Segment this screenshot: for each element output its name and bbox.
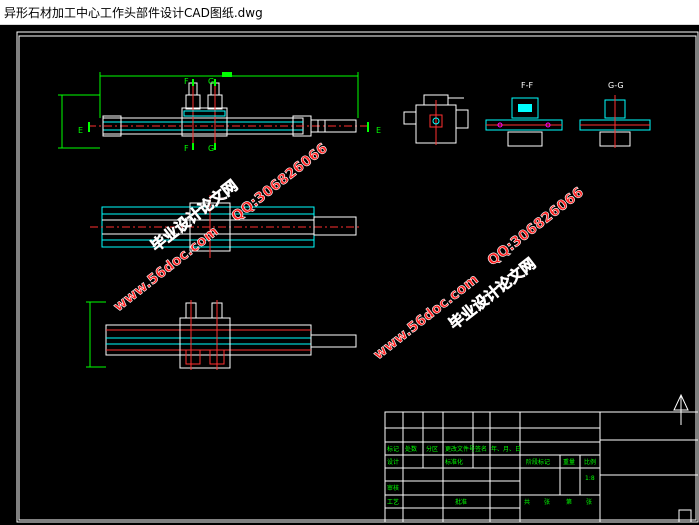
watermark-qq-1: QQ:306826066 [229, 140, 331, 225]
tb-date: 年、月、日 [491, 445, 521, 453]
side-view [403, 94, 469, 145]
title-block [384, 411, 699, 523]
tb-scale-label: 比例 [584, 458, 596, 466]
drawing-outer-border [16, 31, 699, 523]
tb-signature: 签名 [475, 445, 487, 453]
middle-view [90, 195, 360, 258]
section-view-f-f: F-F [485, 81, 563, 147]
section-label-g-bottom: G [208, 144, 214, 153]
tb-scale: 1:8 [585, 475, 595, 482]
tb-process: 工艺 [387, 498, 399, 506]
drawing-inner-border [18, 35, 697, 521]
section-label-g-top: G [208, 77, 214, 86]
tb-count: 处数 [405, 445, 417, 453]
tb-mark: 标记 [387, 445, 399, 453]
title-block-text: 标记 处数 分区 更改文件号 签名 年、月、日 设计 标准化 阶段标记 重量 比… [387, 445, 596, 506]
section-view-g-g: G-G [579, 81, 651, 148]
tb-design: 设计 [387, 458, 399, 466]
window-titlebar: 异形石材加工中心工作头部件设计CAD图纸.dwg [0, 0, 699, 25]
top-view: F G F G E E [58, 72, 381, 153]
tb-sheets-unit2: 张 [586, 498, 592, 506]
section-label-e-right: E [376, 126, 381, 135]
cad-drawing: F G F G E E F-F G-G [16, 31, 699, 523]
section-label-f-bottom: F [184, 144, 189, 153]
tb-sheets-no: 第 [566, 498, 572, 506]
tb-review: 审核 [387, 484, 399, 492]
tb-stage: 阶段标记 [526, 458, 550, 466]
section-label-e-left: E [78, 126, 83, 135]
window-title: 异形石材加工中心工作头部件设计CAD图纸.dwg [4, 6, 263, 20]
tb-change-doc: 更改文件号 [445, 445, 475, 453]
view-label-g-g: G-G [608, 81, 624, 90]
tb-weight: 重量 [563, 458, 575, 466]
tb-zone: 分区 [426, 445, 438, 453]
tb-sheets-total: 共 [524, 498, 530, 506]
tb-sheets-unit1: 张 [544, 498, 550, 506]
watermark-qq-2: QQ:306826066 [485, 184, 587, 269]
tb-standardize: 标准化 [445, 458, 463, 466]
cad-canvas[interactable]: F G F G E E F-F G-G [0, 25, 699, 525]
bottom-view [86, 300, 357, 370]
section-label-f-top: F [184, 77, 189, 86]
tb-approve: 批准 [455, 498, 467, 506]
view-label-f-f: F-F [521, 81, 533, 90]
